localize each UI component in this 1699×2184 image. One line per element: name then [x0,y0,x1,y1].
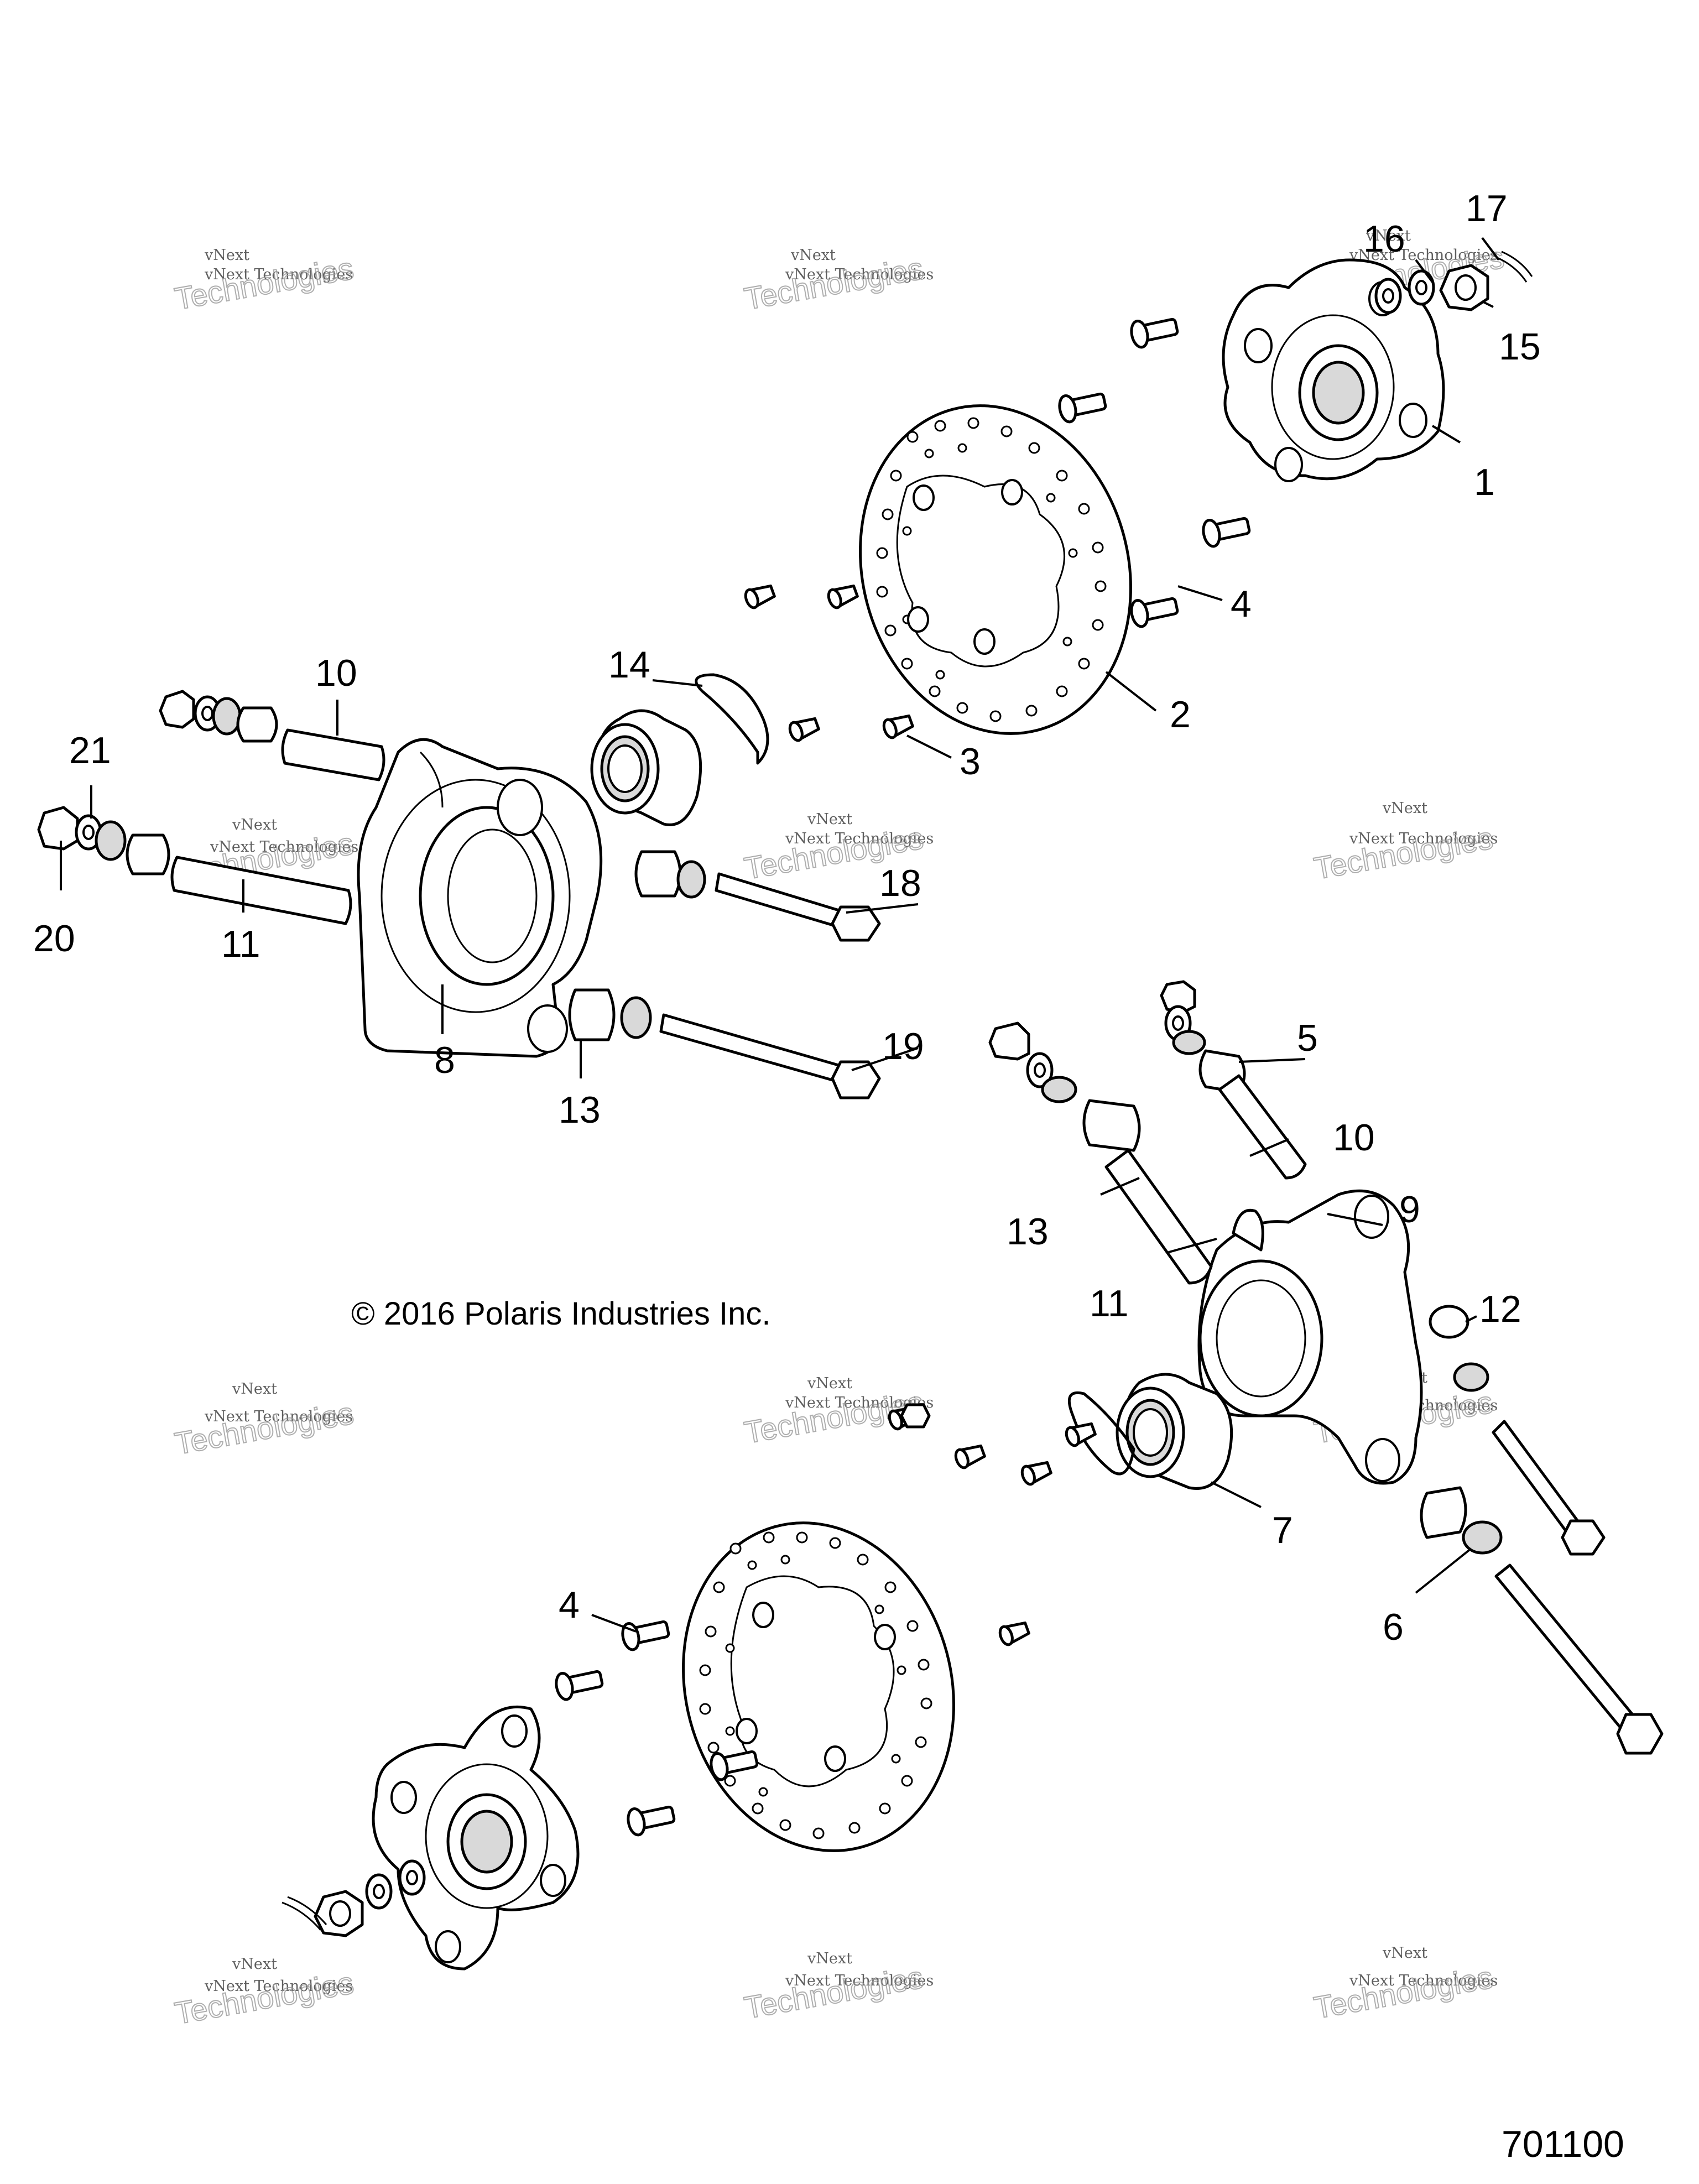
svg-text:vNext: vNext [232,816,277,833]
hub-washer-nut-group [1376,251,1533,312]
svg-text:Technologies: Technologies [172,1395,356,1461]
svg-text:vNext Technologies: vNext Technologies [785,1972,934,1989]
callout-20: 20 [33,918,75,960]
svg-text:vNext Technologies: vNext Technologies [204,1978,353,1995]
callout-1: 1 [1474,461,1495,503]
svg-text:vNext: vNext [232,1380,277,1398]
callout-13-left: 13 [559,1089,601,1131]
svg-text:vNext Technologies: vNext Technologies [204,266,353,283]
copyright-notice: © 2016 Polaris Industries Inc. [351,1296,770,1332]
callout-2: 2 [1170,694,1191,736]
svg-text:vNext Technologies: vNext Technologies [1349,247,1498,264]
pivot-hardware-right [988,980,1664,1755]
svg-text:vNext: vNext [1382,800,1427,817]
snap-ring-upper [695,673,769,765]
svg-text:vNext: vNext [1366,227,1411,244]
svg-text:vNext Technologies: vNext Technologies [785,830,934,847]
svg-text:vNext: vNext [790,247,836,264]
svg-text:vNext Technologies: vNext Technologies [1349,830,1498,847]
figure-number: 701100 [1502,2123,1624,2165]
bearing-carrier-right [1197,1189,1423,1485]
leader-lines [60,237,1500,1633]
svg-text:Technologies: Technologies [1311,1959,1495,2025]
callout-11-left: 11 [221,923,260,965]
callout-15: 15 [1499,326,1541,368]
hub-washer-nut-group-lower [282,1861,424,1937]
svg-text:Technologies: Technologies [742,1959,926,2025]
svg-text:Technologies: Technologies [172,251,356,316]
callout-21: 21 [69,729,111,772]
callout-16: 16 [1363,218,1405,260]
svg-text:vNext Technologies: vNext Technologies [204,1408,353,1425]
brake-disc-upper [859,404,1132,735]
callout-6: 6 [1383,1606,1404,1648]
callout-19: 19 [882,1025,924,1067]
svg-text:vNext: vNext [807,811,852,828]
callout-14: 14 [608,644,650,686]
wheel-hub-lower [372,1705,580,1971]
svg-text:vNext Technologies: vNext Technologies [1349,1972,1498,1989]
callout-4-top: 4 [1231,583,1252,625]
svg-text:vNext: vNext [807,1950,852,1967]
callout-9: 9 [1399,1189,1420,1231]
callout-12: 12 [1479,1288,1521,1330]
callout-10-left: 10 [315,652,357,694]
svg-text:vNext: vNext [807,1375,852,1392]
svg-text:vNext: vNext [204,247,249,264]
svg-text:vNext Technologies: vNext Technologies [785,266,934,283]
callout-10-right: 10 [1333,1117,1375,1159]
callout-11-right: 11 [1090,1283,1129,1325]
callout-3: 3 [960,741,981,783]
callout-8: 8 [434,1039,455,1081]
callout-7: 7 [1272,1509,1293,1551]
wheel-bearing-upper [590,709,702,826]
svg-text:vNext Technologies: vNext Technologies [210,838,358,856]
callout-4-bottom: 4 [559,1584,580,1626]
callout-labels: 1 2 3 4 14 10 21 20 11 8 13 18 19 5 10 9… [33,187,1541,1648]
svg-text:Technologies: Technologies [172,1965,356,2031]
callout-13-right: 13 [1007,1211,1049,1253]
wheel-bearing-lower [1116,1373,1233,1490]
pivot-hardware-left [37,690,881,1099]
brake-disc-lower [682,1521,955,1852]
bearing-carrier-left [357,738,603,1058]
svg-text:vNext: vNext [1382,1945,1427,1962]
callout-5: 5 [1297,1017,1318,1059]
rotor-screw-group-lower [887,1404,1097,1646]
callout-18: 18 [879,862,921,904]
snap-ring-lower [1067,1391,1135,1476]
svg-text:vNext: vNext [232,1956,277,1973]
callout-17: 17 [1466,187,1508,230]
